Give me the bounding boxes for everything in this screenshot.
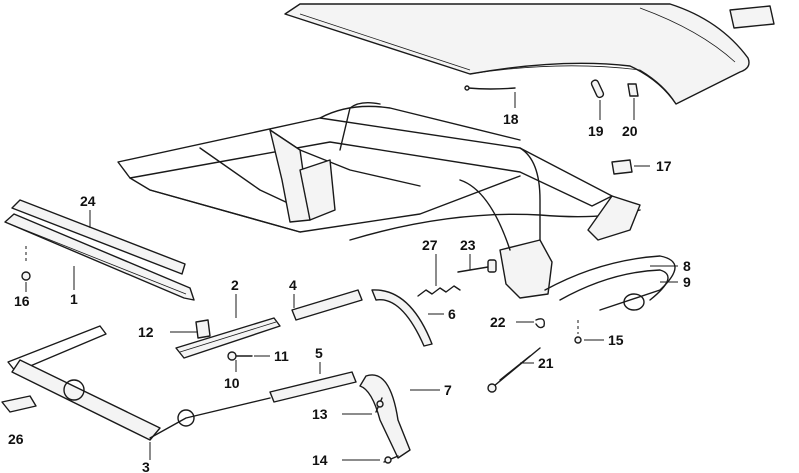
clip-part <box>627 83 639 97</box>
bow-part <box>371 289 433 347</box>
callout-21: 21 <box>538 355 554 371</box>
fastener-part <box>574 320 582 344</box>
pin-13-part <box>375 397 384 413</box>
callout-18: 18 <box>503 111 519 127</box>
callout-7: 7 <box>444 382 452 398</box>
pin-part <box>590 79 605 99</box>
callout-20: 20 <box>622 123 638 139</box>
side-frame-part <box>7 325 271 441</box>
callout-3: 3 <box>142 459 150 473</box>
callout-5: 5 <box>315 345 323 361</box>
plate-part <box>611 159 633 175</box>
side-rail-part <box>175 317 281 359</box>
callout-12: 12 <box>138 324 154 340</box>
seal-strip-part <box>11 199 186 275</box>
spring-clip-part <box>535 318 546 329</box>
spring-part <box>417 285 461 297</box>
callout-8: 8 <box>683 258 691 274</box>
rear-trim-part <box>269 371 357 403</box>
pin-14-part <box>383 455 399 464</box>
cap-part <box>1 395 37 413</box>
callout-6: 6 <box>448 306 456 322</box>
callout-14: 14 <box>312 452 328 468</box>
bolt-part <box>227 351 253 361</box>
rod-part <box>457 259 497 273</box>
rear-bow-part <box>359 374 411 459</box>
callout-19: 19 <box>588 123 604 139</box>
callout-11: 11 <box>274 348 289 364</box>
top-frame-part <box>117 101 676 311</box>
screw-part <box>21 246 31 281</box>
callout-17: 17 <box>656 158 672 174</box>
callout-16: 16 <box>14 293 30 309</box>
callout-27: 27 <box>422 237 438 253</box>
soft-top-cover-part <box>284 3 750 105</box>
leader-lines <box>25 92 678 461</box>
callout-26: 26 <box>8 431 24 447</box>
trim-part <box>291 289 363 321</box>
front-rail-part <box>4 213 195 301</box>
cable-part <box>464 85 516 91</box>
callout-10: 10 <box>224 375 240 391</box>
label-patch-part <box>729 5 775 29</box>
callout-9: 9 <box>683 274 691 290</box>
callouts: 18 19 20 17 24 1 16 2 4 27 23 6 8 9 12 1… <box>8 111 691 473</box>
callout-1: 1 <box>70 291 78 307</box>
callout-24: 24 <box>80 193 96 209</box>
callout-23: 23 <box>460 237 476 253</box>
callout-13: 13 <box>312 406 328 422</box>
callout-22: 22 <box>490 314 506 330</box>
callout-4: 4 <box>289 277 297 293</box>
bracket-part <box>195 319 211 339</box>
gas-strut-part <box>487 347 541 393</box>
callout-2: 2 <box>231 277 239 293</box>
callout-15: 15 <box>608 332 624 348</box>
